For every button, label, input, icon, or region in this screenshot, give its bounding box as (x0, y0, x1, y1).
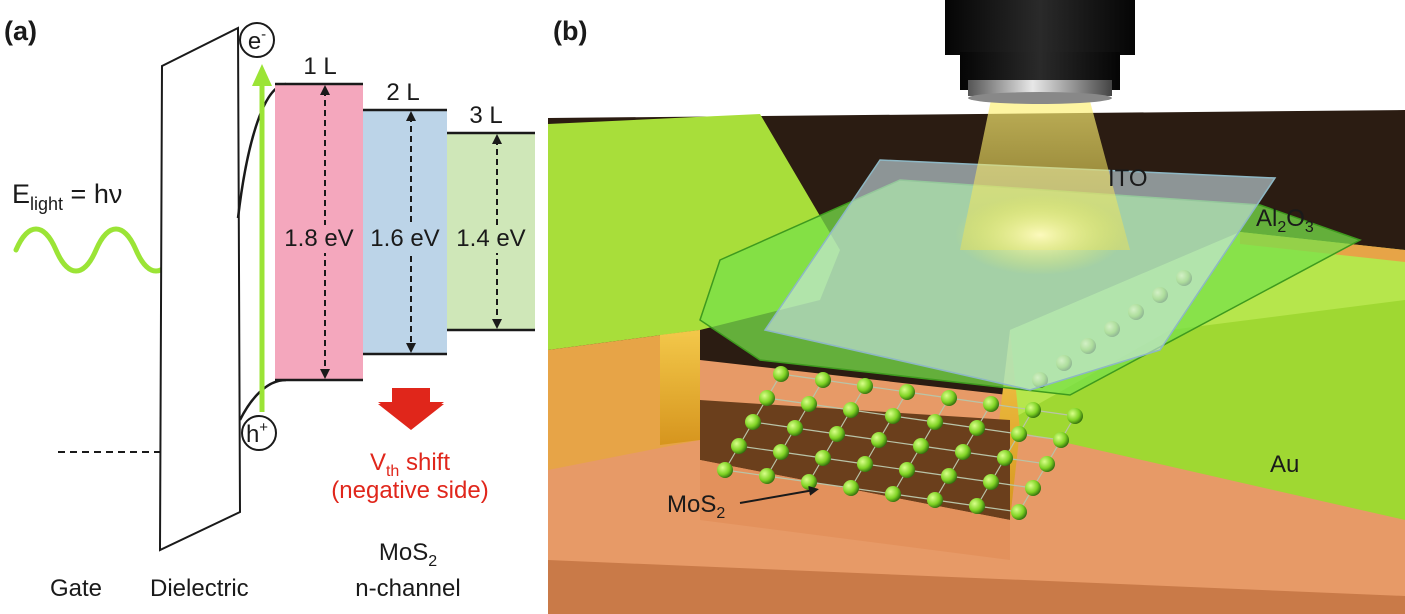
layer-label-1l: 1 L (303, 53, 336, 80)
lattice-atom (955, 444, 971, 460)
lattice-atom (843, 480, 859, 496)
lattice-atom (983, 474, 999, 490)
lattice-atom (969, 498, 985, 514)
lattice-atom (885, 486, 901, 502)
lattice-atom (857, 378, 873, 394)
band-gap-label-1l: 1.8 eV (284, 225, 353, 252)
objective-lens (945, 0, 1135, 104)
dielectric-label: Dielectric (150, 575, 249, 602)
panel-a: (a) Elight = hν 1 L 1.8 eV 2 L 1.6 eV 3 L 1.4… (4, 16, 535, 602)
ito-label: ITO (1108, 165, 1148, 192)
panel-b: (b) ITO (548, 0, 1405, 614)
dielectric-barrier (158, 26, 242, 552)
lattice-atom (787, 420, 803, 436)
hole-label: h+ (246, 419, 268, 448)
lattice-atom (941, 468, 957, 484)
lattice-atom (801, 474, 817, 490)
lattice-atom (1039, 456, 1055, 472)
gate-label: Gate (50, 575, 102, 602)
lattice-atom (941, 390, 957, 406)
lattice-atom (843, 402, 859, 418)
lattice-atom (1025, 402, 1041, 418)
electron-label: e- (248, 26, 266, 55)
mos2-label: MoS2 (667, 491, 725, 522)
lattice-atom (731, 438, 747, 454)
au-label: Au (1270, 451, 1299, 478)
lattice-atom (773, 444, 789, 460)
lattice-atom (745, 414, 761, 430)
n-channel-label: n-channel (355, 575, 460, 602)
lattice-atom (815, 450, 831, 466)
lattice-atom (759, 468, 775, 484)
lattice-atom (899, 462, 915, 478)
lattice-atom (927, 492, 943, 508)
lattice-atom (857, 456, 873, 472)
excitation-arrow-head (252, 64, 272, 86)
substrate-front-edge (548, 560, 1405, 614)
ito-layer (763, 159, 1277, 391)
panel-b-label: (b) (553, 16, 587, 46)
electron-circle (239, 22, 275, 58)
hole-circle (241, 415, 277, 451)
lattice-atom (773, 366, 789, 382)
lattice-atom (1053, 432, 1069, 448)
band-gap-label-3l: 1.4 eV (456, 225, 525, 252)
lattice-atom (759, 390, 775, 406)
vth-shift-arrow-body (378, 388, 444, 430)
lattice-atom (927, 414, 943, 430)
vth-shift-label: Vth shift (370, 449, 450, 480)
lattice-atom (815, 372, 831, 388)
layer-label-3l: 3 L (469, 102, 502, 129)
light-wave (13, 226, 215, 274)
panel-a-label: (a) (4, 16, 37, 46)
lattice-atom (983, 396, 999, 412)
lattice-atom (801, 396, 817, 412)
vth-shift-note: (negative side) (331, 477, 488, 504)
lattice-atom (1025, 480, 1041, 496)
lattice-atom (717, 462, 733, 478)
band-diagram: 1 L 1.8 eV 2 L 1.6 eV 3 L 1.4 eV (275, 53, 535, 382)
lattice-atom (899, 384, 915, 400)
band-gap-label-2l: 1.6 eV (370, 225, 439, 252)
band-gap-label-bg-2l (367, 225, 443, 253)
lattice-atom (829, 426, 845, 442)
lattice-atom (885, 408, 901, 424)
band-gap-label-bg-1l (279, 225, 359, 253)
lattice-atom (913, 438, 929, 454)
au-left-step (660, 330, 700, 445)
mos2-channel-label: MoS2 (379, 539, 437, 570)
recess-wall (700, 400, 1010, 520)
au-right-top (1010, 232, 1405, 420)
lattice-atom (969, 420, 985, 436)
recess-floor (700, 460, 1010, 560)
lattice-atom (1011, 426, 1027, 442)
band-gap-label-bg-3l (451, 225, 531, 253)
layer-label-2l: 2 L (386, 79, 419, 106)
lattice-atom (997, 450, 1013, 466)
light-spot (955, 195, 1125, 275)
mos2-pointer (739, 485, 819, 504)
light-energy-label: Elight = hν (12, 179, 122, 214)
al2o3-label: Al2O3 (1256, 205, 1314, 236)
lattice-atom (871, 432, 887, 448)
lattice-atom (1067, 408, 1083, 424)
lattice-atom (1011, 504, 1027, 520)
